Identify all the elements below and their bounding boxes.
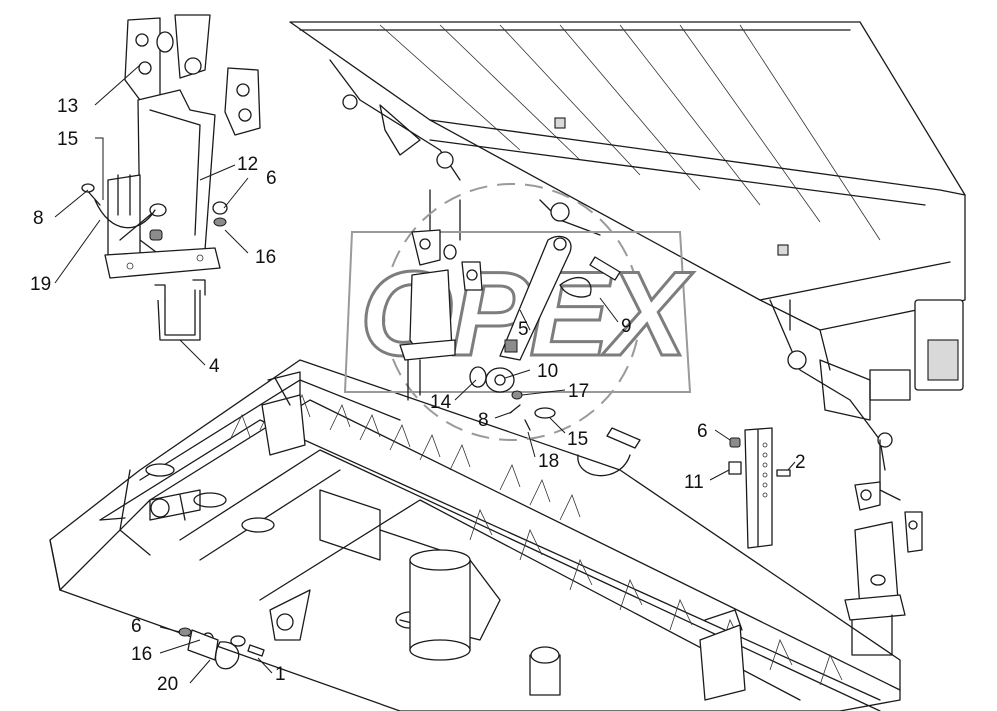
callout-8-top: 8 <box>33 208 44 229</box>
callout-6-top: 6 <box>266 168 277 189</box>
hitch-detail-right <box>844 481 923 656</box>
callout-6-bottom: 6 <box>131 616 142 637</box>
callout-4: 4 <box>209 356 220 377</box>
callout-labels: 13 15 12 6 8 16 19 4 5 9 10 14 17 8 15 1… <box>30 96 806 695</box>
callout-8-center: 8 <box>478 410 489 431</box>
callout-2: 2 <box>795 452 806 473</box>
callout-6-right: 6 <box>697 421 708 442</box>
callout-18: 18 <box>538 451 559 472</box>
harrow-frame <box>49 359 901 711</box>
callout-16-top: 16 <box>255 247 276 268</box>
callout-5: 5 <box>518 319 529 340</box>
leader-lines <box>54 64 796 684</box>
callout-17: 17 <box>568 381 589 402</box>
callout-14: 14 <box>430 392 452 413</box>
callout-11: 11 <box>684 472 704 493</box>
hitch-detail-center <box>399 229 641 477</box>
callout-9: 9 <box>621 316 632 337</box>
hitch-detail-top-left <box>81 14 261 341</box>
callout-15-top: 15 <box>57 129 78 150</box>
callout-12: 12 <box>237 154 258 175</box>
callout-16-bottom: 16 <box>131 644 152 665</box>
callout-20: 20 <box>157 674 178 695</box>
callout-15-center: 15 <box>567 429 588 450</box>
callout-19: 19 <box>30 274 51 295</box>
adjust-plate-detail <box>728 427 791 549</box>
seed-hopper <box>289 21 966 501</box>
bracket-detail-bottom <box>178 627 265 670</box>
callout-1: 1 <box>275 664 286 685</box>
callout-13-top: 13 <box>57 96 78 117</box>
callout-10: 10 <box>537 361 558 382</box>
